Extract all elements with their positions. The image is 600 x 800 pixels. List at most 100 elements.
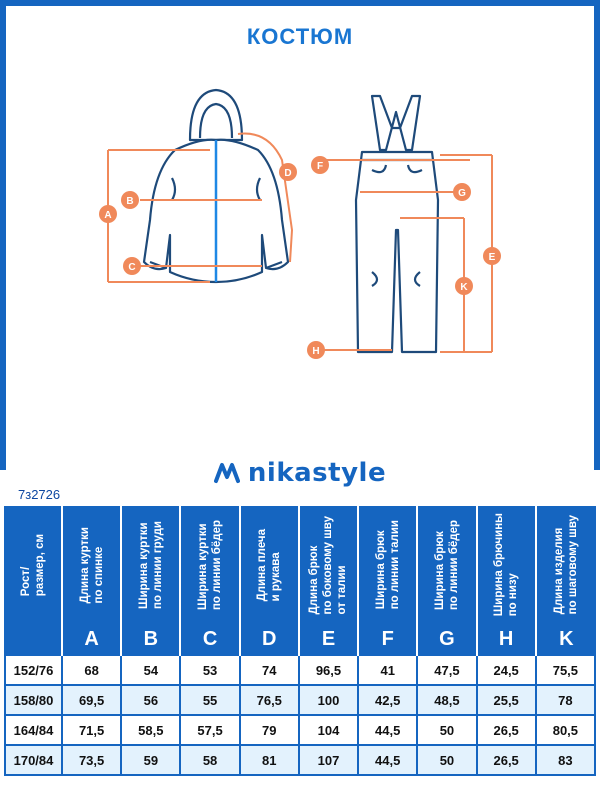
size-cell: 152/76 (4, 656, 63, 686)
column-header-label-wrap: Ширина брючины по низу (478, 506, 535, 624)
column-header-label-wrap: Рост/ размер, см (4, 506, 61, 624)
column-header-label: Длина изделия по шаговому шву (553, 515, 580, 615)
measurement-cell: 54 (122, 656, 182, 686)
column-header-letter: C (202, 628, 218, 650)
brand-name: nikastyle (247, 458, 387, 488)
column-header-label: Длина плеча и рукава (256, 528, 283, 602)
column-header-letter: D (262, 628, 277, 650)
column-header-label: Длина брюк по боковому шву от талии (308, 515, 349, 615)
column-header-label: Ширина куртки по линии бёдер (197, 519, 224, 611)
measurement-cell: 68 (63, 656, 123, 686)
measurement-cell: 57,5 (181, 716, 241, 746)
left-border (0, 0, 6, 470)
svg-text:D: D (284, 168, 291, 179)
measurement-cell: 79 (240, 716, 300, 746)
measurement-cell: 71,5 (63, 716, 123, 746)
measurement-cell: 81 (240, 746, 300, 776)
article-number: 7з2726 (18, 487, 61, 502)
measurement-cell: 104 (299, 716, 360, 746)
column-header-letter: K (559, 628, 574, 650)
column-header-label: Ширина брюк по линии бёдер (433, 519, 460, 611)
column-header-label-wrap: Ширина куртки по линии бёдер (181, 506, 238, 624)
measurement-cell: 73,5 (63, 746, 123, 776)
brand-logo: nikastyle (0, 458, 600, 490)
measurement-cell: 69,5 (63, 686, 123, 716)
measurement-cell: 58,5 (122, 716, 182, 746)
measurement-markers: A B C D F G E K H (99, 156, 501, 359)
column-header-label: Ширина брюк по линии талии (374, 520, 401, 610)
size-cell: 158/80 (4, 686, 63, 716)
size-cell: 170/84 (4, 746, 63, 776)
measurement-cell: 47,5 (418, 656, 478, 686)
column-header: Рост/ размер, см (4, 506, 63, 656)
jacket-drawing (142, 88, 290, 284)
svg-text:K: K (460, 282, 468, 293)
column-header-letter (4, 624, 61, 656)
measurement-lines (107, 132, 493, 353)
measurement-cell: 74 (240, 656, 300, 686)
measurement-cell: 78 (536, 686, 596, 716)
svg-text:F: F (317, 161, 323, 172)
svg-text:C: C (128, 262, 135, 273)
measurement-cell: 107 (299, 746, 360, 776)
top-border (0, 0, 600, 6)
svg-text:B: B (126, 196, 133, 207)
column-header-letter: G (439, 628, 455, 650)
column-header-label: Ширина брючины по низу (493, 513, 520, 617)
measurement-cell: 80,5 (536, 716, 596, 746)
measurement-cell: 59 (122, 746, 182, 776)
measurement-cell: 25,5 (477, 686, 537, 716)
column-header-label-wrap: Длина брюк по боковому шву от талии (300, 506, 357, 624)
column-header-label-wrap: Длина плеча и рукава (241, 506, 298, 624)
column-header-label-wrap: Ширина куртки по линии груди (122, 506, 179, 624)
measurement-cell: 44,5 (359, 716, 419, 746)
size-cell: 164/84 (4, 716, 63, 746)
column-header-letter: B (143, 628, 159, 650)
column-header-label: Длина куртки по спинке (78, 526, 105, 604)
measurement-cell: 58 (181, 746, 241, 776)
svg-text:A: A (104, 210, 111, 221)
measurement-cell: 26,5 (477, 716, 537, 746)
column-header-label: Рост/ размер, см (19, 533, 46, 597)
measurement-cell: 50 (418, 746, 478, 776)
right-border (594, 0, 600, 470)
column-header-label-wrap: Длина куртки по спинке (63, 506, 120, 624)
column-header-letter: H (498, 628, 514, 650)
measurement-cell: 48,5 (418, 686, 478, 716)
svg-text:E: E (489, 252, 496, 263)
measurement-cell: 56 (122, 686, 182, 716)
measurement-cell: 53 (181, 656, 241, 686)
measurement-cell: 41 (359, 656, 419, 686)
measurement-cell: 44,5 (359, 746, 419, 776)
measurement-cell: 24,5 (477, 656, 537, 686)
svg-text:H: H (312, 346, 319, 357)
measurement-cell: 76,5 (240, 686, 300, 716)
brand-wave-icon (213, 463, 240, 483)
column-header-label-wrap: Ширина брюк по линии талии (359, 506, 416, 624)
page-title: КОСТЮМ (246, 24, 354, 49)
measurement-cell: 50 (418, 716, 478, 746)
column-header-label: Ширина куртки по линии груди (137, 521, 164, 609)
column-header-letter: E (321, 628, 336, 650)
garment-illustration: A B C D F G E K H (99, 88, 501, 359)
measurement-cell: 75,5 (536, 656, 596, 686)
column-header-label-wrap: Ширина брюк по линии бёдер (418, 506, 475, 624)
measurement-cell: 100 (299, 686, 360, 716)
